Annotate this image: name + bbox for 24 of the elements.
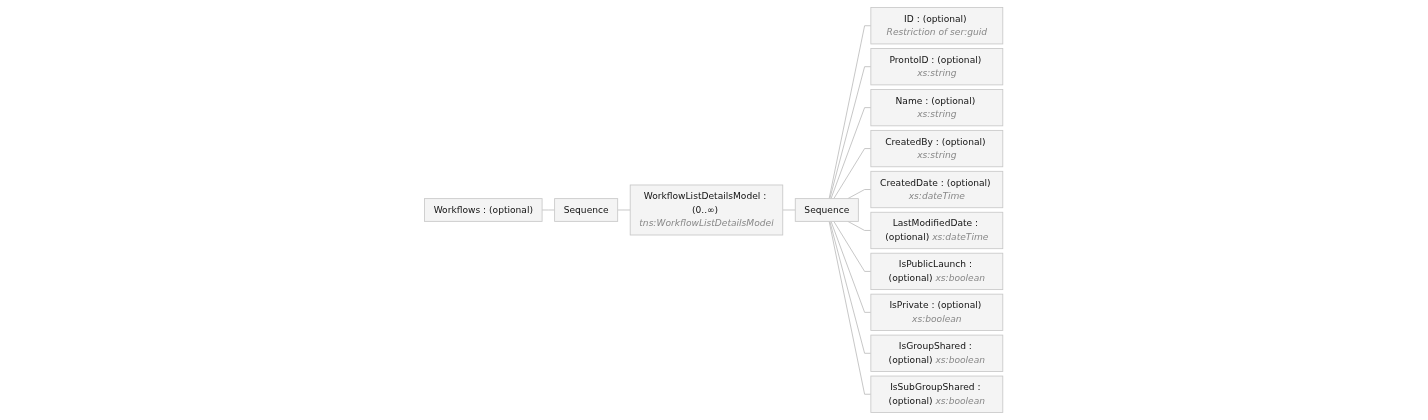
connector [833, 220, 872, 272]
connector [829, 25, 872, 200]
node-box: ID : (optional) Restriction of ser:guid [870, 7, 1004, 45]
node-box: IsGroupShared : (optional) xs:boolean [870, 334, 1004, 372]
node-box: Workflows : (optional) [424, 198, 543, 222]
node-box: Sequence [554, 198, 619, 222]
connector [847, 189, 872, 200]
node-box: IsPublicLaunch : (optional) xs:boolean [870, 252, 1004, 291]
connector [829, 220, 872, 354]
node-box: Sequence [795, 198, 860, 222]
node-box: CreatedDate : (optional) xs:dateTime [870, 170, 1004, 209]
node-box: WorkflowListDetailsModel : (0..∞) tns:WorkflowListDetailsModel [630, 184, 784, 236]
node-box: ProntoID : (optional) xs:string [870, 48, 1004, 86]
node-box: Name : (optional) xs:string [870, 89, 1004, 127]
node-box: IsSubGroupShared : (optional) xs:boolean [870, 375, 1004, 413]
connector [847, 220, 872, 231]
node-box: CreatedBy : (optional) xs:string [870, 129, 1004, 168]
connector [829, 66, 872, 200]
connector [830, 107, 872, 200]
connector [830, 220, 872, 313]
connector [829, 220, 872, 395]
node-box: IsPrivate : (optional) xs:boolean [870, 293, 1004, 331]
node-box: LastModifiedDate : (optional) xs:dateTime [870, 211, 1004, 250]
connector [833, 148, 872, 200]
